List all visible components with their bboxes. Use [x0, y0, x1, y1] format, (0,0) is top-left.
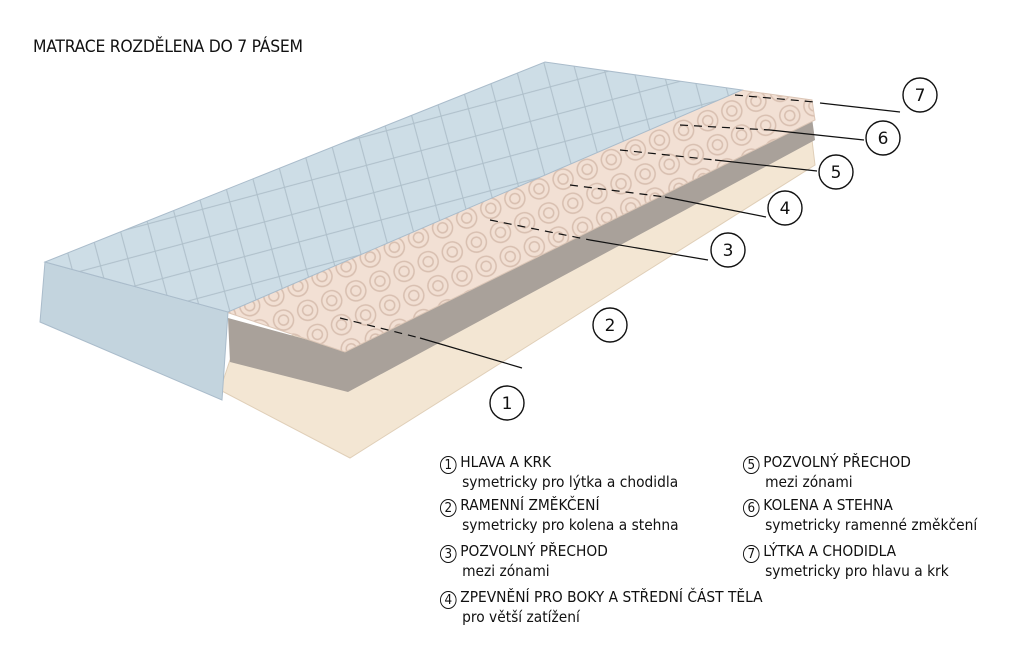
legend-number: 7 [743, 545, 760, 563]
callout-2: 2 [605, 316, 616, 336]
legend-desc: symetricky pro hlavu a krk [765, 562, 949, 580]
legend-name: LÝTKA A CHODIDLA [763, 542, 897, 560]
callout-4: 4 [780, 199, 791, 219]
legend-desc: mezi zónami [462, 562, 550, 580]
legend-number: 2 [440, 499, 457, 517]
legend-name: POZVOLNÝ PŘECHOD [460, 542, 608, 560]
diagram-title: MATRACE ROZDĚLENA DO 7 PÁSEM [33, 37, 303, 57]
legend-number: 6 [743, 499, 760, 517]
mattress-cover-top [43, 61, 744, 313]
callout-3: 3 [723, 241, 734, 261]
callout-7: 7 [915, 86, 926, 106]
legend-number: 5 [743, 456, 760, 474]
legend-desc: symetricky pro lýtka a chodidla [462, 473, 679, 491]
legend-number: 4 [440, 591, 457, 609]
callout-5: 5 [831, 163, 842, 183]
legend-name: ZPEVNĚNÍ PRO BOKY A STŘEDNÍ ČÁST TĚLA [460, 588, 763, 606]
mattress-core-layer [228, 118, 815, 392]
legend-desc: symetricky ramenné změkčení [765, 516, 978, 534]
callout-6: 6 [878, 129, 889, 149]
legend-name: RAMENNÍ ZMĚKČENÍ [460, 496, 600, 514]
legend-name: HLAVA A KRK [460, 453, 552, 471]
legend-desc: mezi zónami [765, 473, 853, 491]
legend-number: 3 [440, 545, 457, 563]
legend-name: KOLENA A STEHNA [763, 496, 893, 514]
legend-number: 1 [440, 456, 457, 474]
legend-name: POZVOLNÝ PŘECHOD [763, 453, 911, 471]
callout-1: 1 [502, 394, 513, 414]
legend-desc: symetricky pro kolena a stehna [462, 516, 679, 534]
legend-desc: pro větší zatížení [462, 608, 580, 626]
